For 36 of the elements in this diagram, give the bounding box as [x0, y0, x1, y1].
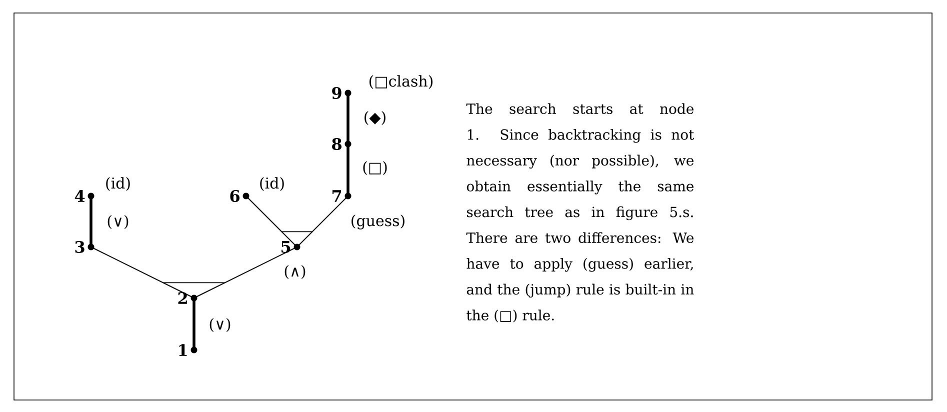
rule-label: (id) — [106, 177, 130, 191]
node-label: 2 — [178, 292, 187, 304]
node-label: 7 — [332, 190, 342, 202]
rule-label: (∨) — [106, 214, 130, 230]
rule-label: (◆) — [362, 110, 388, 126]
tree-node: 4 — [74, 190, 94, 202]
tree-node: 8 — [332, 138, 352, 150]
rule-label: (guess) — [352, 214, 404, 230]
tree-edge — [296, 196, 348, 248]
tree-edge — [346, 93, 350, 144]
rule-label: (∧) — [284, 265, 306, 279]
rule-label: (□) — [361, 160, 389, 176]
node-label: 3 — [75, 240, 84, 254]
rule-label: (id) — [260, 177, 284, 191]
rule-label: (∨) — [208, 317, 232, 333]
tree-node: 6 — [230, 190, 250, 202]
node-label: 1 — [179, 344, 187, 356]
tree-node: 9 — [332, 86, 352, 100]
tree-node: 7 — [332, 190, 352, 202]
tree-edge — [194, 246, 298, 298]
tree-edge — [192, 298, 196, 350]
tree-node: 1 — [179, 344, 198, 356]
rule-label: (□clash) — [370, 75, 432, 89]
tree-edge — [90, 196, 92, 247]
tree-edge — [346, 144, 350, 196]
node-label: 4 — [74, 190, 85, 202]
tree-node: 5 — [282, 241, 300, 253]
node-label: 6 — [230, 190, 240, 202]
tree-node: 3 — [75, 240, 94, 254]
description-text: The search starts at node 1. Since backtracking is not necessary (nor possible), we obtain essentially the same search tree as in figure 5.s. There are two differences: We have to apply (guess) earlier, and the (jump) rule is built-in in the (□) rule. — [466, 103, 694, 322]
node-label: 5 — [282, 241, 290, 253]
tree-edge — [246, 196, 298, 248]
tree-edge — [90, 246, 194, 298]
node-label: 8 — [332, 138, 342, 150]
node-label: 9 — [332, 86, 342, 100]
tree-node: 2 — [178, 292, 198, 304]
